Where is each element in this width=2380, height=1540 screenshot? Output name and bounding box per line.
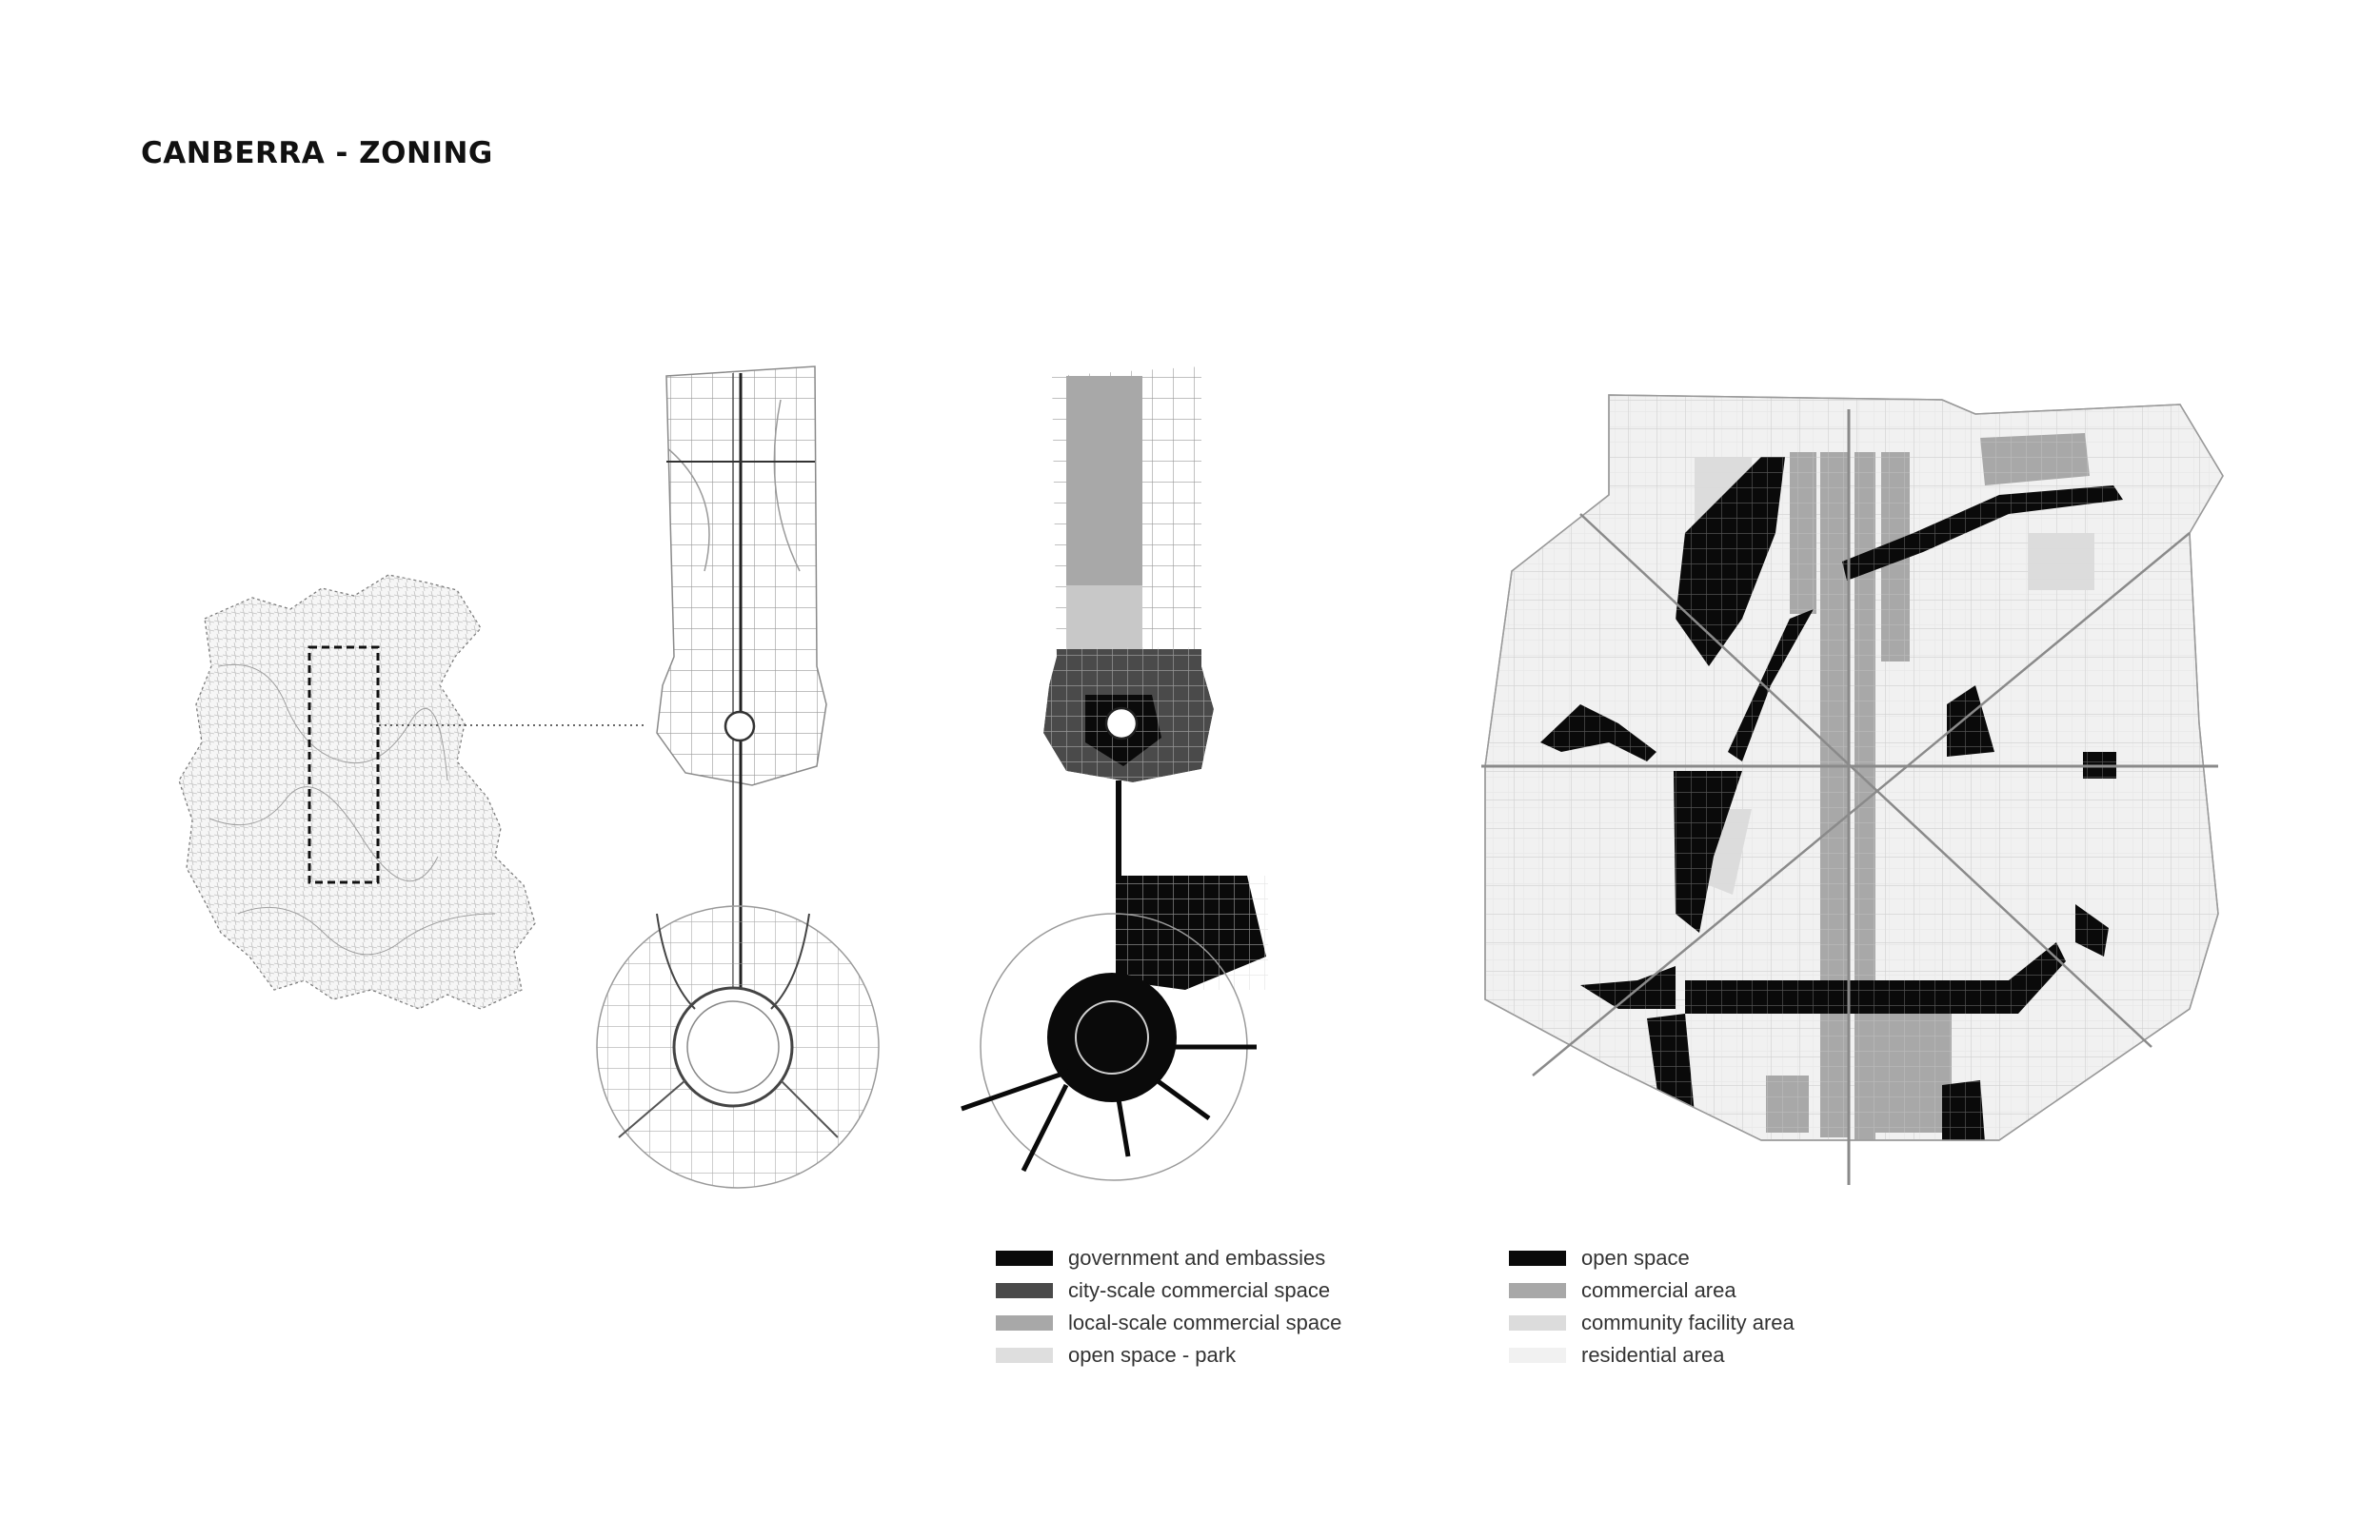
legend-item: open space <box>1509 1242 1795 1274</box>
commercial-zoning-map <box>961 366 1268 1181</box>
legend-item: local-scale commercial space <box>996 1307 1341 1339</box>
legend-item: city-scale commercial space <box>996 1274 1341 1307</box>
street-network-map <box>596 365 880 1189</box>
legend-label: open space <box>1581 1246 1690 1270</box>
legend-label: residential area <box>1581 1343 1725 1367</box>
legend-label: city-scale commercial space <box>1068 1278 1331 1302</box>
legend-land-use: government and embassies city-scale comme… <box>996 1242 1341 1372</box>
legend-label: government and embassies <box>1068 1246 1326 1270</box>
legend-item: commercial area <box>1509 1274 1795 1307</box>
legend-item: residential area <box>1509 1339 1795 1372</box>
detailed-zoning-map <box>1481 394 2224 1185</box>
legend-swatch <box>1509 1315 1566 1331</box>
legend-label: open space - park <box>1068 1343 1237 1367</box>
focus-area-outline <box>307 645 380 884</box>
legend-label: commercial area <box>1581 1278 1736 1302</box>
legend-swatch <box>996 1348 1053 1363</box>
legend-zoning: open space commercial area community facil… <box>1509 1242 1795 1372</box>
legend-swatch <box>996 1251 1053 1266</box>
legend-swatch <box>996 1315 1053 1331</box>
legend-item: community facility area <box>1509 1307 1795 1339</box>
legend-item: open space - park <box>996 1339 1341 1372</box>
legend-label: community facility area <box>1581 1311 1795 1334</box>
legend-swatch <box>996 1283 1053 1298</box>
legend-label: local-scale commercial space <box>1068 1311 1342 1334</box>
overview-map <box>178 574 647 1010</box>
legend-swatch <box>1509 1348 1566 1363</box>
legend-swatch <box>1509 1251 1566 1266</box>
page-title: CANBERRA - ZONING <box>141 136 493 170</box>
legend-item: government and embassies <box>996 1242 1341 1274</box>
legend-swatch <box>1509 1283 1566 1298</box>
